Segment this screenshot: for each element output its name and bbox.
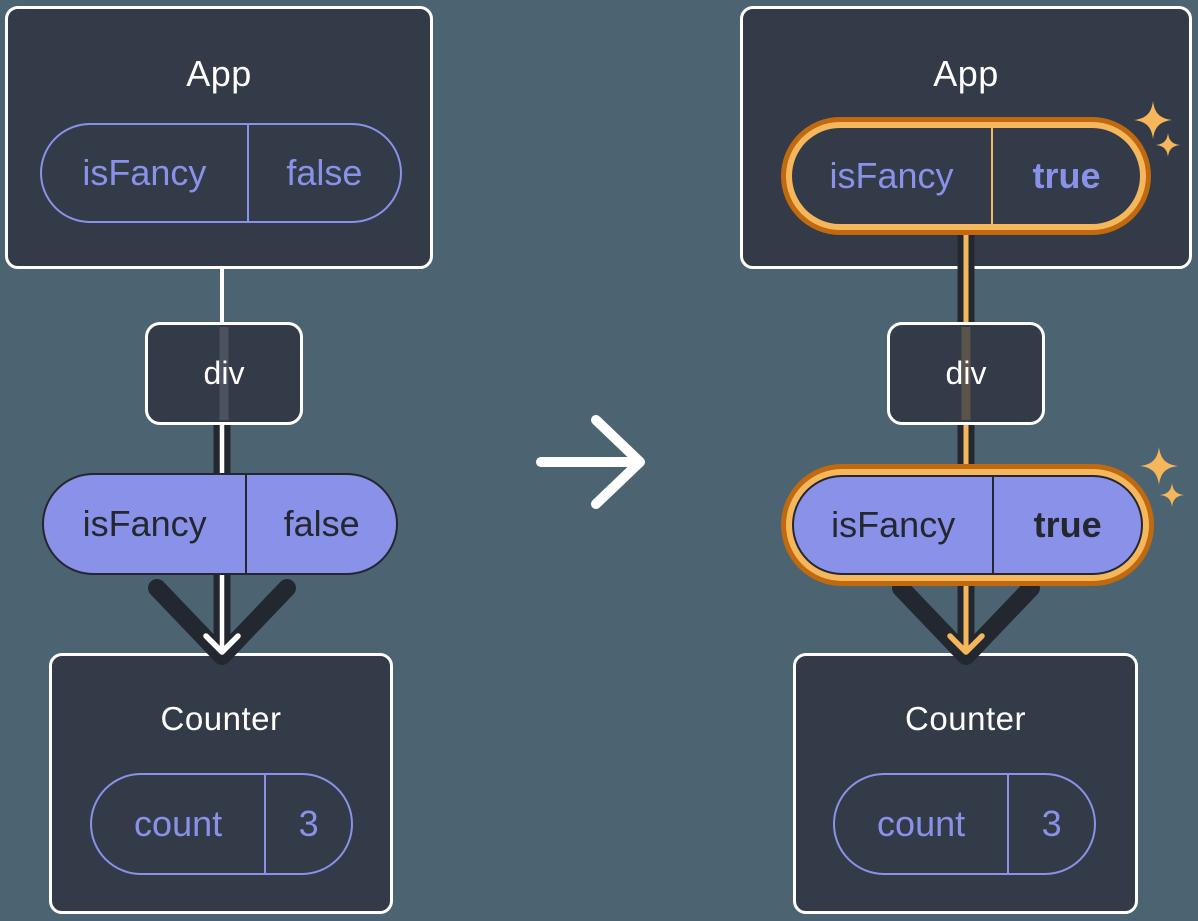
prop-value: false — [245, 475, 396, 573]
div-node-label: div — [203, 355, 245, 391]
state-value: 3 — [1007, 775, 1094, 873]
state-pill-count: count 3 — [833, 773, 1096, 875]
sparkle-icon — [1134, 101, 1172, 139]
connector-stripe — [961, 327, 971, 420]
app-component-title: App — [186, 53, 252, 94]
sparkle-icon — [1140, 447, 1178, 485]
state-pill-isfancy: isFancy false — [40, 123, 402, 223]
state-name: count — [877, 803, 966, 844]
prop-name: isFancy — [831, 504, 956, 545]
state-value: true — [990, 128, 1140, 224]
prop-pill-isfancy-highlighted: isFancy true — [792, 475, 1143, 575]
app-component-title: App — [933, 53, 999, 94]
prop-pill-isfancy: isFancy false — [42, 473, 398, 575]
state-value: false — [246, 125, 400, 221]
prop-name: isFancy — [82, 503, 207, 544]
counter-component-title: Counter — [905, 700, 1026, 737]
counter-component-title: Counter — [160, 700, 282, 737]
connector-line — [220, 266, 224, 326]
div-node-card: div — [887, 322, 1045, 425]
state-pill-isfancy-highlighted: isFancy true — [792, 128, 1140, 224]
div-node-label: div — [945, 355, 987, 391]
state-name: count — [134, 803, 223, 844]
connector-line-highlighted — [957, 224, 975, 326]
sparkle-icon — [1156, 133, 1180, 157]
state-value: 3 — [264, 775, 351, 873]
connector-stripe — [219, 327, 229, 420]
arrow-right-icon — [536, 415, 645, 509]
state-name: isFancy — [829, 155, 954, 196]
state-name: isFancy — [82, 152, 207, 193]
state-pill-count: count 3 — [90, 773, 353, 875]
prop-value: true — [992, 477, 1141, 573]
div-node-card: div — [145, 322, 303, 425]
sparkle-icon — [1160, 483, 1184, 507]
